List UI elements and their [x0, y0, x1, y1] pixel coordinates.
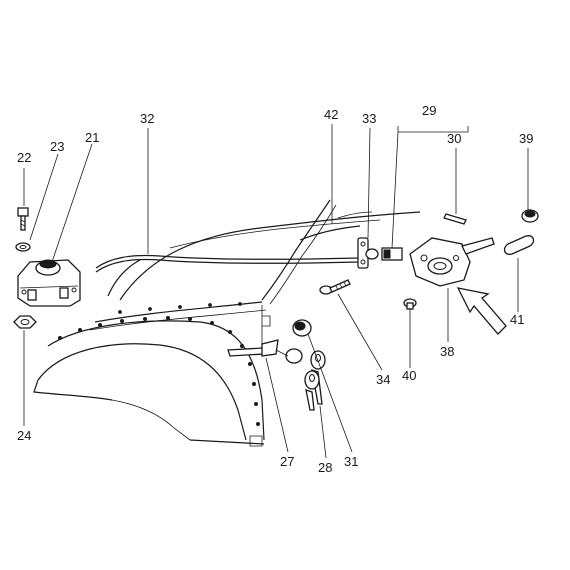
part-22-bolt	[17, 207, 29, 231]
part-41-sleeve	[503, 235, 535, 255]
part-34-screw	[319, 279, 351, 295]
callout-22: 22	[17, 150, 31, 165]
callout-38: 38	[440, 344, 454, 359]
part-29-cable-end	[381, 247, 403, 261]
callout-28: 28	[318, 460, 332, 475]
part-24-nut	[13, 315, 37, 329]
callout-23: 23	[50, 139, 64, 154]
callout-42: 42	[324, 107, 338, 122]
part-23-washer	[15, 242, 31, 252]
part-32-cable	[95, 254, 361, 273]
part-30-pin	[443, 213, 467, 225]
callout-39: 39	[519, 131, 533, 146]
callout-40: 40	[402, 368, 416, 383]
part-33-clamp	[357, 237, 379, 269]
callout-21: 21	[85, 130, 99, 145]
fender-rivets	[58, 302, 260, 426]
part-28-keys	[304, 350, 326, 411]
callout-41: 41	[510, 312, 524, 327]
part-42-seal	[299, 225, 361, 241]
callout-30: 30	[447, 131, 461, 146]
part-40-rivet	[403, 298, 417, 310]
part-21-lock-assembly	[17, 259, 81, 307]
callout-29: 29	[422, 103, 436, 118]
part-31-button	[292, 319, 312, 337]
callout-34: 34	[376, 372, 390, 387]
car-body-outline	[33, 199, 421, 447]
bracket-29	[397, 126, 469, 133]
part-38-latch	[409, 237, 495, 287]
direction-arrow	[456, 287, 507, 335]
callout-27: 27	[280, 454, 294, 469]
callout-labels: 22 23 21 24 32 42 33 29 30 39 41 38 40 3…	[17, 103, 533, 475]
callout-31: 31	[344, 454, 358, 469]
part-27-lock-lever	[227, 339, 303, 364]
callout-24: 24	[17, 428, 31, 443]
leader-lines	[23, 124, 529, 459]
part-39-grommet	[521, 209, 539, 223]
callout-32: 32	[140, 111, 154, 126]
callout-33: 33	[362, 111, 376, 126]
